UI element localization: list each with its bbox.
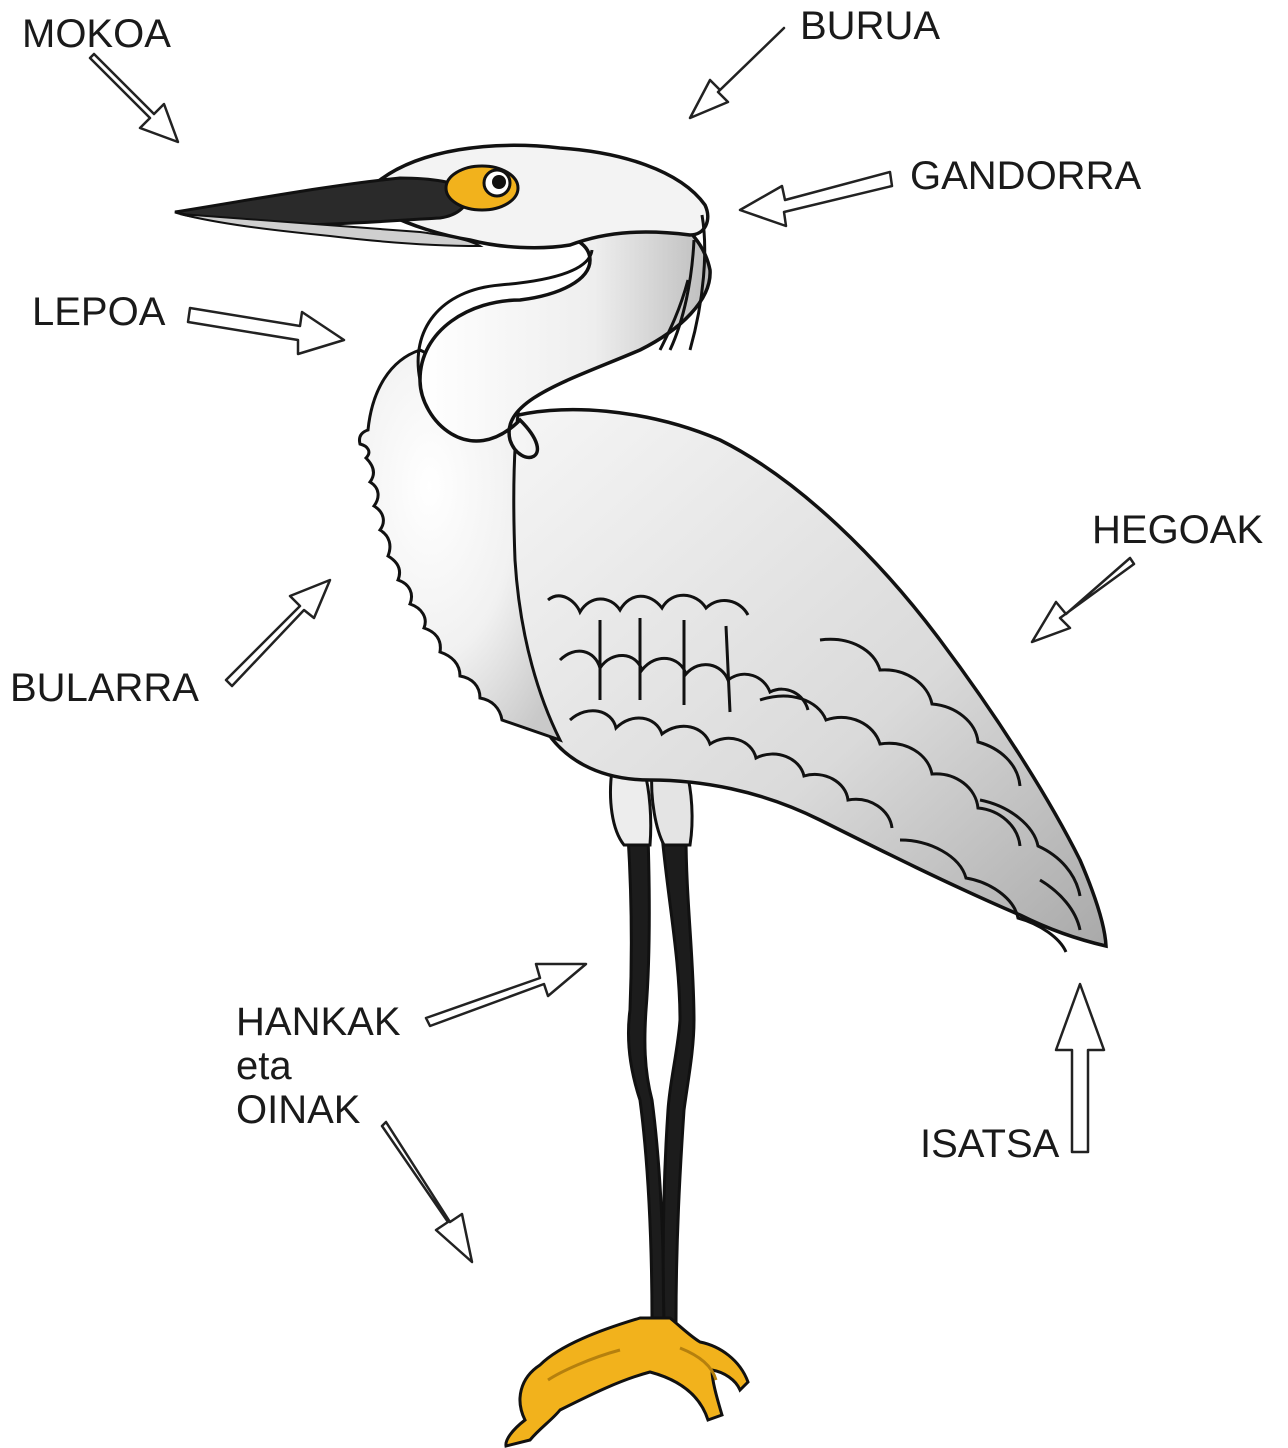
label-burua: BURUA <box>800 6 940 46</box>
arrow-burua <box>690 28 784 118</box>
label-bularra: BULARRA <box>10 668 199 708</box>
label-lepoa: LEPOA <box>32 292 165 332</box>
eye <box>446 166 518 210</box>
label-hegoak: HEGOAK <box>1092 510 1263 550</box>
arrow-isatsa <box>1056 984 1104 1152</box>
legs <box>628 835 694 1322</box>
label-mokoa: MOKOA <box>22 14 171 54</box>
label-oinak: OINAK <box>236 1088 401 1132</box>
arrow-gandorra <box>740 172 892 226</box>
arrow-hankak <box>426 964 586 1026</box>
label-hankak-eta-oinak: HANKAK eta OINAK <box>236 1000 401 1132</box>
feet <box>506 1318 748 1446</box>
arrow-hegoak <box>1032 558 1134 642</box>
arrow-oinak <box>382 1122 472 1262</box>
arrow-lepoa <box>188 308 344 354</box>
arrow-bularra <box>226 580 330 686</box>
label-hankak: HANKAK <box>236 1000 401 1044</box>
label-isatsa: ISATSA <box>920 1124 1059 1164</box>
arrow-mokoa <box>90 54 178 142</box>
label-gandorra: GANDORRA <box>910 156 1141 196</box>
wing <box>500 410 1106 946</box>
label-eta: eta <box>236 1044 401 1088</box>
